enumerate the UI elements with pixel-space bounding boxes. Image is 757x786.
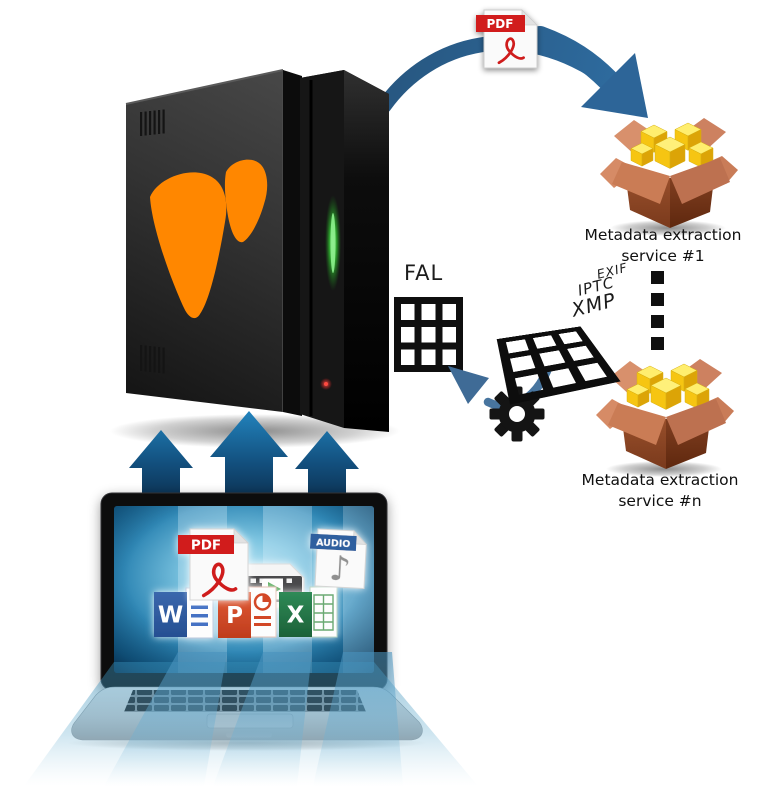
audio-file-icon: AUDIO ♪ <box>309 528 368 590</box>
pdf-banner <box>476 15 525 32</box>
gear-icon <box>489 386 545 442</box>
upload-arrow-icon <box>129 411 359 502</box>
excel-file-icon: X <box>279 586 338 638</box>
curved-arrow-icon <box>376 26 648 118</box>
excel-letter: X <box>287 603 305 629</box>
word-letter: W <box>158 603 183 629</box>
fal-label: FAL <box>404 261 444 285</box>
red-led-core <box>324 382 328 386</box>
powerpoint-letter: P <box>226 603 243 629</box>
box1-shadow <box>610 220 726 236</box>
pdf-file-screen-icon: PDF <box>178 528 249 601</box>
music-note-icon: ♪ <box>328 549 352 590</box>
service-1-label: Metadata extraction service #1 <box>563 225 757 266</box>
service-n-line2: service #n <box>618 491 702 510</box>
audio-banner <box>309 533 357 552</box>
service-1-line2: service #1 <box>621 246 705 265</box>
pdf-banner <box>178 535 234 554</box>
green-led-core <box>330 213 336 273</box>
vent-grille-top <box>140 109 165 136</box>
typo3-logo-icon <box>150 159 268 319</box>
typo3-server-icon <box>125 69 389 432</box>
pdf-file-icon: PDF <box>476 9 538 69</box>
audio-banner-label: AUDIO <box>316 537 351 550</box>
vertical-dotted-line <box>651 271 664 350</box>
light-beams <box>24 652 478 786</box>
service-1-line1: Metadata extraction <box>584 226 742 244</box>
service-n-label: Metadata extraction service #n <box>560 470 757 511</box>
vent-grille-bottom <box>140 345 165 374</box>
pdf-banner-label: PDF <box>191 538 221 554</box>
boxn-shadow <box>606 461 722 477</box>
table-grid-icon <box>394 297 463 372</box>
service-n-line1: Metadata extraction <box>581 471 739 489</box>
open-package-box-icon-1 <box>599 117 739 229</box>
pdf-banner-label: PDF <box>487 17 514 31</box>
